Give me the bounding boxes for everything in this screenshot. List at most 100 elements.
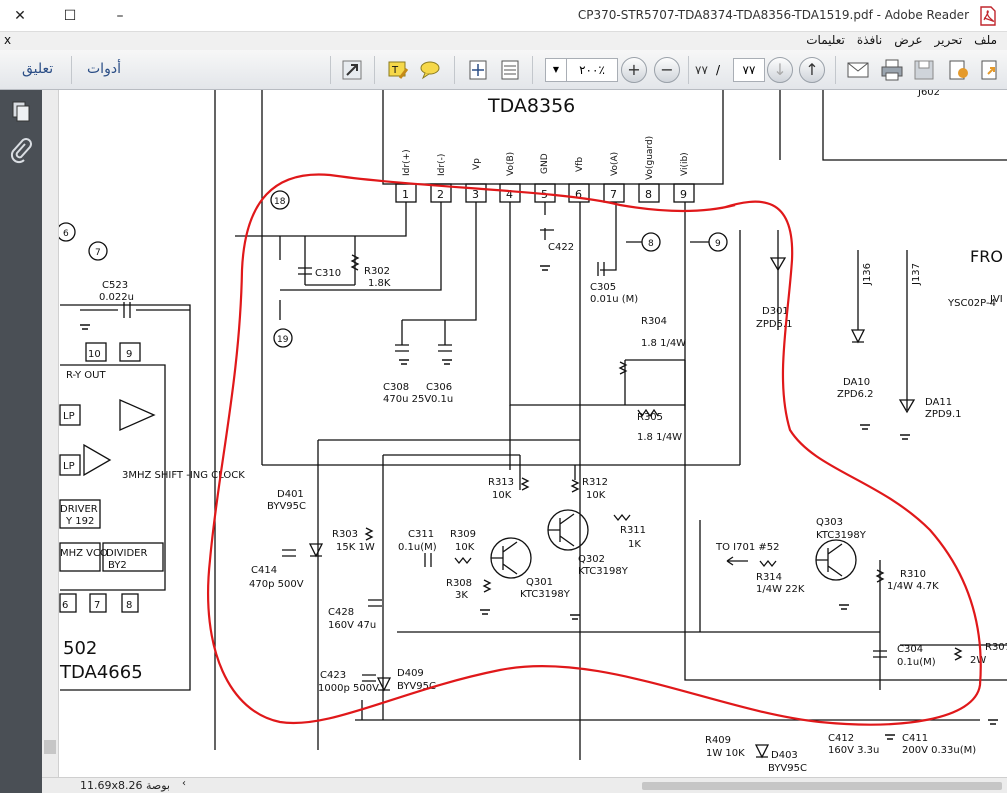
print-icon[interactable] bbox=[880, 58, 904, 82]
previous-page-button[interactable]: ↑ bbox=[799, 57, 825, 83]
pin-label: 8 bbox=[126, 600, 132, 611]
menu-help[interactable]: تعليمات bbox=[806, 33, 845, 47]
menu-edit[interactable]: تحرير bbox=[934, 33, 963, 47]
tools-pane-link[interactable]: أدوات bbox=[87, 61, 121, 77]
component-value: 160V 47u bbox=[328, 620, 376, 631]
component-ref: C414 bbox=[251, 565, 277, 576]
component-ref: R309 bbox=[450, 529, 476, 540]
block-label: R-Y OUT bbox=[66, 370, 106, 381]
ic-label: TDA4665 bbox=[59, 662, 143, 683]
component-ref: DA10 bbox=[843, 377, 870, 388]
page-number-input[interactable]: ٧٧ bbox=[733, 58, 765, 82]
component-value: 0.01u (M) bbox=[590, 294, 638, 305]
share-icon[interactable] bbox=[978, 58, 1002, 82]
menu-view[interactable]: عرض bbox=[894, 33, 923, 47]
maximize-window-button[interactable]: ☐ bbox=[63, 8, 77, 24]
ic-pin-number: 1 bbox=[402, 188, 409, 201]
component-ref: R409 bbox=[705, 735, 731, 746]
component-value: ZPD6.2 bbox=[837, 389, 873, 400]
component-ref: Q301 bbox=[526, 577, 553, 588]
toolbar: تعليق أدوات T ▼ ٢٠٠٪ + − ٧٧ / ٧٧ ↓ ↑ bbox=[0, 50, 1007, 90]
zoom-out-button[interactable]: − bbox=[654, 57, 680, 83]
save-icon[interactable] bbox=[912, 58, 936, 82]
attachment-icon[interactable] bbox=[10, 138, 32, 164]
comment-icon[interactable] bbox=[418, 58, 442, 82]
component-ref: R313 bbox=[488, 477, 514, 488]
component-ref: C428 bbox=[328, 607, 354, 618]
expand-icon[interactable] bbox=[340, 58, 364, 82]
ic-pin-number: 7 bbox=[610, 188, 617, 201]
sign-icon[interactable] bbox=[946, 58, 970, 82]
component-value: BYV95C bbox=[768, 763, 807, 774]
ic-pin-number: 8 bbox=[645, 188, 652, 201]
minimize-window-button[interactable]: – bbox=[116, 8, 124, 24]
block-label: MHZ VCO bbox=[60, 548, 108, 559]
schematic-page: TDA8356 Idr(+) Idr(-) Vp Vo(B) GND Vfb V… bbox=[56, 90, 1007, 774]
component-value: ZPD5.1 bbox=[756, 319, 792, 330]
highlight-icon[interactable]: T bbox=[386, 58, 410, 82]
component-value: 0.022u bbox=[99, 292, 134, 303]
node-label: 7 bbox=[95, 248, 101, 258]
horizontal-scroll-thumb[interactable] bbox=[642, 782, 1002, 790]
fit-width-icon[interactable] bbox=[498, 58, 522, 82]
page-total: ٧٧ bbox=[695, 63, 708, 77]
component-ref: C310 bbox=[315, 268, 341, 279]
toolbar-divider bbox=[688, 56, 689, 84]
block-label: LP bbox=[63, 461, 75, 472]
fit-page-icon[interactable] bbox=[466, 58, 490, 82]
zoom-in-button[interactable]: + bbox=[621, 57, 647, 83]
ic-label: 502 bbox=[63, 638, 97, 659]
document-viewport[interactable]: TDA8356 Idr(+) Idr(-) Vp Vo(B) GND Vfb V… bbox=[42, 90, 1007, 777]
node-label: 6 bbox=[63, 229, 69, 239]
page-separator: / bbox=[716, 63, 721, 77]
component-ref: C411 bbox=[902, 733, 928, 744]
block-label: DRIVER bbox=[60, 504, 98, 515]
vertical-scrollbar[interactable] bbox=[42, 90, 59, 777]
vertical-scroll-thumb[interactable] bbox=[44, 740, 56, 754]
component-value: 0.1u(M) bbox=[398, 542, 437, 553]
ic-pin-number: 6 bbox=[575, 188, 582, 201]
pin-label: 7 bbox=[94, 600, 100, 611]
connector-label: TO I701 #52 bbox=[715, 542, 779, 553]
annotation-circle bbox=[206, 173, 982, 726]
toolbar-divider bbox=[454, 56, 455, 84]
pages-icon[interactable] bbox=[10, 100, 32, 122]
ic-pin-label: Vi(ib) bbox=[680, 152, 690, 176]
component-value: 15K 1W bbox=[336, 542, 375, 553]
ic-name: TDA8356 bbox=[487, 95, 575, 117]
next-page-button[interactable]: ↓ bbox=[767, 57, 793, 83]
connector-label: JVI bbox=[989, 294, 1003, 305]
status-bar: 11.69x8.26 بوصة ‹ bbox=[42, 777, 1007, 793]
menu-file[interactable]: ملف bbox=[974, 33, 997, 47]
email-icon[interactable] bbox=[846, 58, 870, 82]
toolbar-divider bbox=[330, 56, 331, 84]
toolbar-divider bbox=[374, 56, 375, 84]
component-ref: C422 bbox=[548, 242, 574, 253]
component-value: 1W 10K bbox=[706, 748, 745, 759]
menu-window[interactable]: نافذة bbox=[856, 33, 883, 47]
component-ref: R307 bbox=[985, 642, 1007, 653]
zoom-input[interactable]: ٢٠٠٪ bbox=[566, 58, 618, 82]
close-window-button[interactable]: ✕ bbox=[14, 8, 26, 24]
component-value: 1000p 500V bbox=[318, 683, 379, 694]
pin-label: 6 bbox=[62, 600, 68, 611]
component-value: KTC3198Y bbox=[578, 566, 629, 577]
block-label: BY2 bbox=[108, 560, 127, 571]
close-document-button[interactable]: x bbox=[4, 33, 12, 47]
component-ref: R314 bbox=[756, 572, 782, 583]
component-value: 1.8 1/4W bbox=[641, 338, 686, 349]
toolbar-divider bbox=[71, 56, 72, 84]
component-ref: C308 bbox=[383, 382, 409, 393]
component-ref: R311 bbox=[620, 525, 646, 536]
component-ref: D403 bbox=[771, 750, 798, 761]
node-label: 18 bbox=[274, 197, 286, 207]
comment-pane-link[interactable]: تعليق bbox=[22, 61, 54, 77]
component-ref: C305 bbox=[590, 282, 616, 293]
svg-text:T: T bbox=[391, 65, 399, 76]
component-value: 1/4W 22K bbox=[756, 584, 805, 595]
scroll-left-icon[interactable]: ‹ bbox=[182, 778, 186, 789]
zoom-dropdown-button[interactable]: ▼ bbox=[545, 58, 567, 82]
component-ref: Q303 bbox=[816, 517, 843, 528]
menu-bar: x ملف تحرير عرض نافذة تعليمات bbox=[0, 32, 1007, 50]
connector-label: YSC02P-4 bbox=[947, 298, 996, 309]
